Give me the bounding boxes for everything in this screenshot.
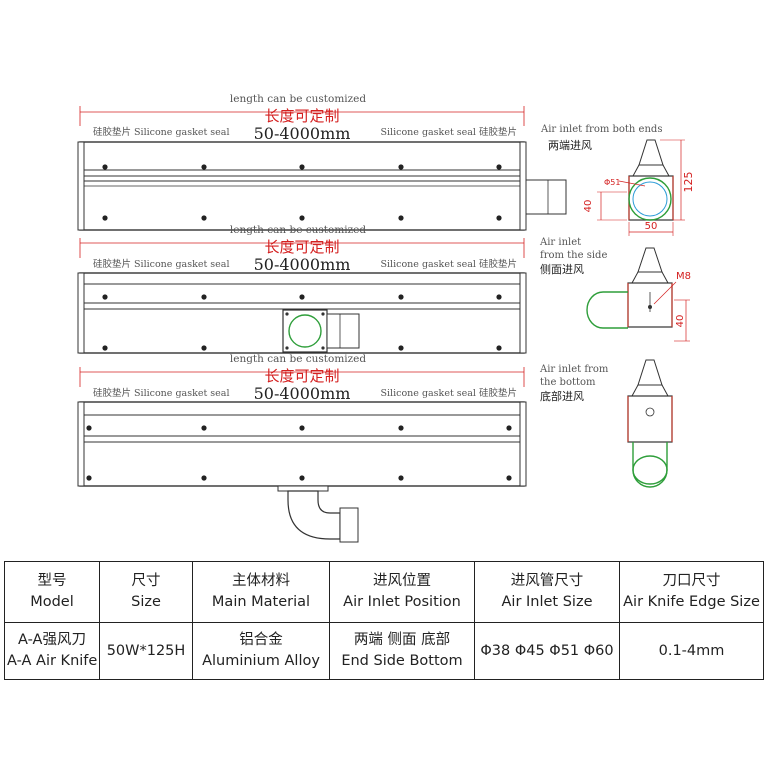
technical-drawing: length can be customized 长度可定制 50-4000mm… — [77, 93, 695, 543]
knife-body — [79, 401, 525, 487]
cross-section-side: M8 40 — [586, 247, 691, 342]
dim-width: 50 — [645, 221, 658, 232]
side-label-en-2: the bottom — [540, 377, 596, 388]
gasket-label-left: 硅胶垫片 Silicone gasket seal — [93, 258, 229, 270]
length-note-cn: 长度可定制 — [264, 238, 339, 256]
cell-size: 50W*125H — [99, 622, 193, 680]
side-label-cn: 底部进风 — [540, 389, 584, 403]
length-note-en: length can be customized — [230, 224, 367, 236]
gasket-label-right: Silicone gasket seal 硅胶垫片 — [381, 126, 517, 138]
side-inlet-flange — [282, 309, 360, 353]
length-range: 50-4000mm — [254, 255, 351, 274]
cross-section-bottom — [627, 359, 673, 488]
drawing-bottom: length can be customized 长度可定制 50-4000mm… — [77, 353, 673, 543]
drawing-both-ends: length can be customized 长度可定制 50-4000mm… — [77, 93, 695, 236]
length-note-en: length can be customized — [230, 93, 367, 105]
gasket-label-left: 硅胶垫片 Silicone gasket seal — [93, 387, 229, 399]
side-label-en-1: Air inlet — [539, 237, 581, 248]
gasket-label-left: 硅胶垫片 Silicone gasket seal — [93, 126, 229, 138]
length-note-cn: 长度可定制 — [264, 107, 339, 125]
cross-section-both-ends: Φ51 125 40 50 — [583, 139, 695, 236]
dim-inlet-height: 40 — [583, 200, 594, 213]
bottom-inlet-elbow — [277, 485, 359, 543]
drawing-side: length can be customized 长度可定制 50-4000mm… — [77, 224, 691, 354]
gasket-label-right: Silicone gasket seal 硅胶垫片 — [381, 258, 517, 270]
length-note-cn: 长度可定制 — [264, 367, 339, 385]
side-label-cn: 侧面进风 — [540, 263, 584, 276]
cell-inlet-size: Φ38 Φ45 Φ51 Φ60 — [474, 622, 620, 680]
dim-inlet-height: 40 — [675, 315, 686, 328]
dim-diameter: Φ51 — [604, 178, 620, 187]
dim-thread: M8 — [676, 271, 691, 282]
end-inlet-pipe — [525, 179, 567, 215]
side-label-en-2: from the side — [540, 250, 607, 261]
side-label-cn: 两端进风 — [548, 139, 592, 152]
length-range: 50-4000mm — [254, 124, 351, 143]
gasket-label-right: Silicone gasket seal 硅胶垫片 — [381, 387, 517, 399]
cell-edge-size: 0.1-4mm — [619, 622, 764, 680]
length-note-en: length can be customized — [230, 353, 367, 365]
dim-height: 125 — [682, 172, 695, 193]
side-label-en-1: Air inlet from — [539, 364, 609, 375]
side-label-en: Air inlet from both ends — [540, 124, 662, 135]
length-range: 50-4000mm — [254, 384, 351, 403]
